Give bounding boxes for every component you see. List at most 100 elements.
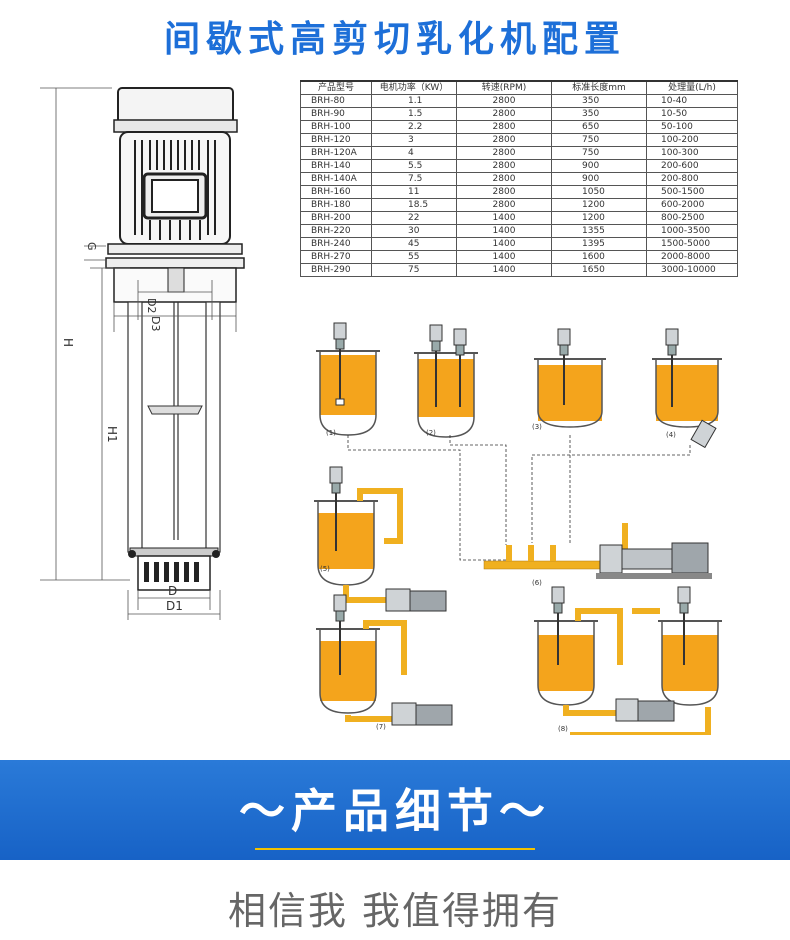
cell-length: 900	[551, 172, 647, 186]
config-label-3: (3)	[532, 423, 542, 431]
cell-speed: 2800	[456, 198, 552, 212]
cell-capacity: 800-2500	[646, 211, 738, 225]
banner-underline	[255, 848, 535, 850]
cell-capacity: 200-800	[646, 172, 738, 186]
cell-capacity: 2000-8000	[646, 250, 738, 264]
section-banner	[0, 760, 790, 860]
section-banner-title: ～产品细节～	[239, 784, 551, 838]
cell-capacity: 50-100	[646, 120, 738, 134]
cell-model: BRH-220	[300, 224, 372, 238]
cell-length: 650	[551, 120, 647, 134]
cell-power: 22	[371, 211, 457, 225]
cell-speed: 2800	[456, 159, 552, 173]
cell-model: BRH-140A	[300, 172, 372, 186]
header-speed: 转速(RPM)	[456, 80, 552, 95]
spec-table: 产品型号 电机功率（KW） 转速(RPM) 标准长度mm 处理量(L/h) BR…	[300, 80, 738, 277]
cell-length: 350	[551, 107, 647, 121]
cell-model: BRH-240	[300, 237, 372, 251]
cell-capacity: 3000-10000	[646, 263, 738, 277]
cell-capacity: 200-600	[646, 159, 738, 173]
config-label-1: (1)	[326, 429, 336, 437]
cell-model: BRH-140	[300, 159, 372, 173]
cell-length: 350	[551, 94, 647, 108]
cell-length: 1200	[551, 211, 647, 225]
cell-power: 1.1	[371, 94, 457, 108]
cell-capacity: 500-1500	[646, 185, 738, 199]
config-label-5: (5)	[320, 565, 330, 573]
cell-speed: 2800	[456, 185, 552, 199]
cell-speed: 1400	[456, 263, 552, 277]
cell-power: 4	[371, 146, 457, 160]
configuration-schematics: (1) (2) (3) (4)	[314, 322, 722, 735]
cell-power: 1.5	[371, 107, 457, 121]
config-3: (3)	[532, 328, 606, 431]
cell-model: BRH-200	[300, 211, 372, 225]
config-label-2: (2)	[426, 429, 436, 437]
config-7: (7)	[316, 594, 453, 731]
cell-capacity: 1000-3500	[646, 224, 738, 238]
cell-capacity: 100-300	[646, 146, 738, 160]
dim-label-h: H	[61, 338, 75, 347]
config-label-4: (4)	[666, 431, 676, 439]
cell-model: BRH-160	[300, 185, 372, 199]
dim-label-d1: D1	[166, 599, 183, 613]
cell-length: 1650	[551, 263, 647, 277]
cell-speed: 2800	[456, 107, 552, 121]
cell-capacity: 10-40	[646, 94, 738, 108]
slogan: 相信我 我值得拥有	[227, 889, 563, 933]
cell-speed: 2800	[456, 120, 552, 134]
config-8: (8)	[534, 586, 722, 735]
cell-length: 1200	[551, 198, 647, 212]
cell-speed: 1400	[456, 211, 552, 225]
cell-speed: 1400	[456, 237, 552, 251]
cell-power: 3	[371, 133, 457, 147]
cell-model: BRH-120A	[300, 146, 372, 160]
config-4: (4)	[652, 328, 722, 449]
cell-model: BRH-80	[300, 94, 372, 108]
config-label-6: (6)	[532, 579, 542, 587]
cell-model: BRH-100	[300, 120, 372, 134]
cell-power: 55	[371, 250, 457, 264]
dim-label-d: D	[168, 584, 177, 598]
header-capacity: 处理量(L/h)	[646, 80, 738, 95]
cell-power: 45	[371, 237, 457, 251]
emulsifier-dimension-drawing: H H1 G D2 D3 D D1	[40, 87, 245, 620]
config-1: (1)	[316, 322, 380, 437]
cell-length: 1395	[551, 237, 647, 251]
dim-label-g: G	[85, 242, 98, 251]
config-label-8: (8)	[558, 725, 568, 733]
cell-capacity: 600-2000	[646, 198, 738, 212]
page-title: 间歇式高剪切乳化机配置	[163, 19, 626, 60]
cell-model: BRH-180	[300, 198, 372, 212]
cell-speed: 1400	[456, 224, 552, 238]
cell-power: 18.5	[371, 198, 457, 212]
cell-speed: 2800	[456, 133, 552, 147]
cell-model: BRH-90	[300, 107, 372, 121]
dim-label-h1: H1	[105, 426, 119, 443]
cell-length: 900	[551, 159, 647, 173]
cell-power: 2.2	[371, 120, 457, 134]
cell-length: 1600	[551, 250, 647, 264]
config-5: (5)	[314, 466, 447, 612]
cell-power: 75	[371, 263, 457, 277]
cell-power: 7.5	[371, 172, 457, 186]
config-label-7: (7)	[376, 723, 386, 731]
cell-length: 1355	[551, 224, 647, 238]
cell-speed: 2800	[456, 146, 552, 160]
header-model: 产品型号	[300, 80, 372, 95]
cell-speed: 1400	[456, 250, 552, 264]
cell-length: 750	[551, 146, 647, 160]
